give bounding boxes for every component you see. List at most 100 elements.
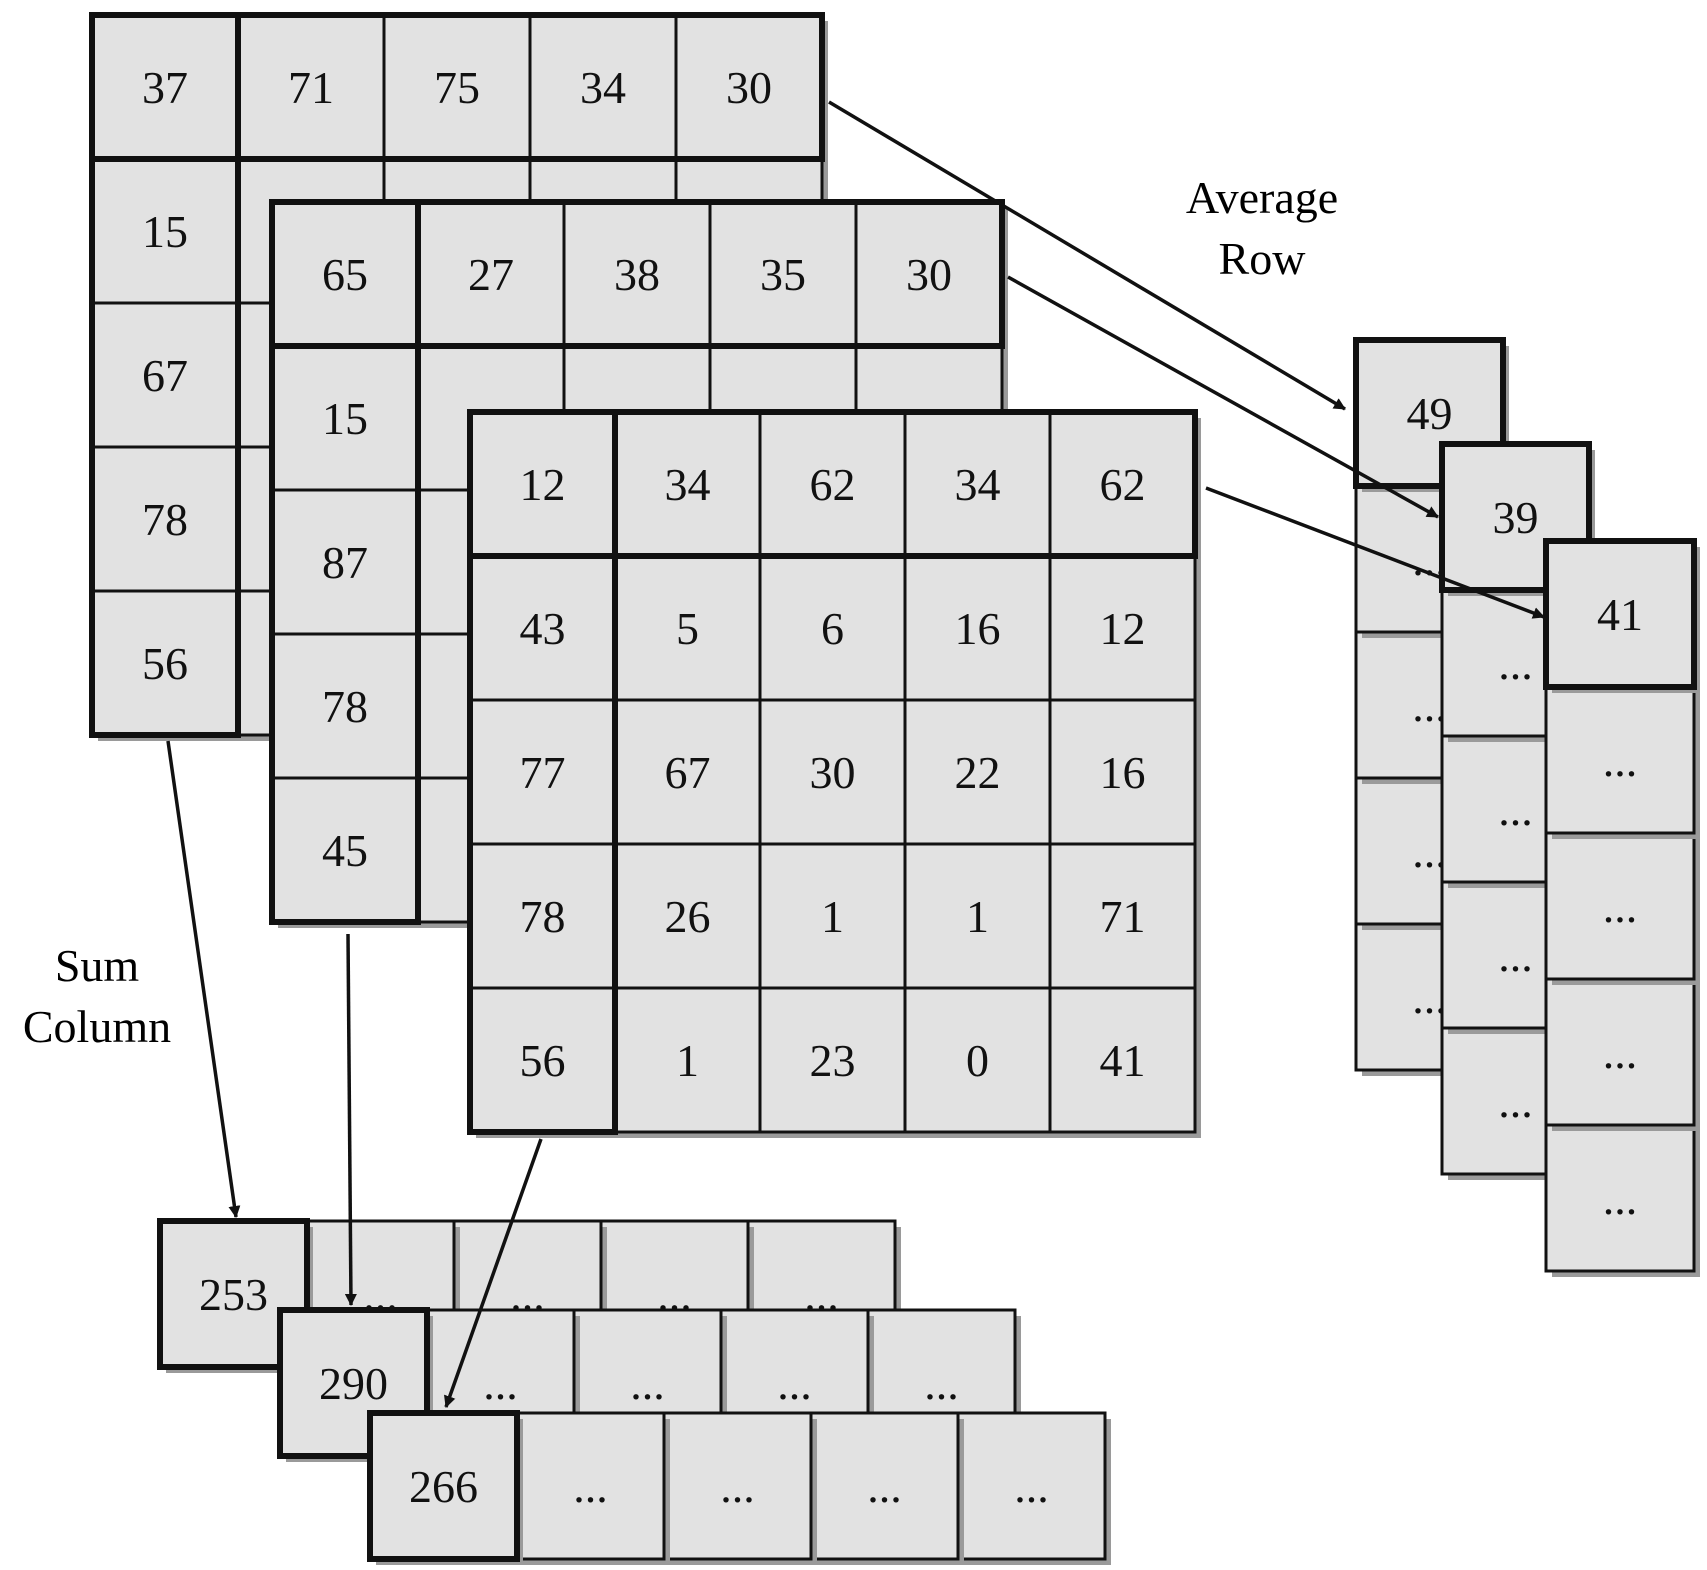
cell-value: 43	[520, 603, 566, 654]
cell-value: 1	[821, 891, 844, 942]
matrix-cell: 5	[613, 554, 766, 706]
arrow-column-2-to-sum	[344, 933, 357, 1306]
cell-value: 16	[955, 603, 1001, 654]
matrix-cell: 16	[1048, 698, 1201, 850]
matrix-cell: 56	[90, 589, 244, 741]
cell-box	[270, 344, 420, 492]
labels: Average Row Sum Column	[23, 172, 1338, 1052]
cell-box	[1544, 1123, 1696, 1273]
cell-value: 62	[1100, 459, 1146, 510]
matrix-cell: 30	[674, 13, 828, 165]
cell-value: ...	[630, 1358, 665, 1409]
cell-box	[758, 554, 907, 702]
matrix-cell: 30	[854, 200, 1008, 352]
cell-value: 49	[1407, 388, 1453, 439]
placeholder-cell: ...	[809, 1411, 964, 1565]
sum-column-vector: ............266	[367, 1410, 1111, 1565]
first-column-outline	[269, 199, 421, 925]
cell-value: ...	[720, 1461, 755, 1512]
cell-value: 30	[906, 249, 952, 300]
cell-value: ...	[483, 1358, 518, 1409]
cell-box	[90, 13, 240, 161]
arrow-column-1-to-sum	[166, 740, 241, 1218]
matrix-cell: 41	[1048, 986, 1201, 1138]
matrix-cell: 65	[270, 200, 424, 352]
cell-box	[674, 13, 824, 161]
sum-column-value-cell: 290	[277, 1307, 433, 1462]
matrix-cell: 56	[468, 986, 621, 1138]
matrix-cell: 0	[903, 986, 1056, 1138]
cell-value: 71	[288, 62, 334, 113]
cell-value: 38	[614, 249, 660, 300]
cell-value: 12	[1100, 603, 1146, 654]
cell-box	[1439, 441, 1592, 593]
matrix-cell: 37	[90, 13, 244, 165]
cell-value: 15	[142, 206, 188, 257]
cell-value: ...	[1498, 1076, 1533, 1127]
cell-value: 15	[322, 393, 368, 444]
cell-value: 87	[322, 537, 368, 588]
matrix-cell: 6	[758, 554, 911, 706]
matrix-cell: 16	[903, 554, 1056, 706]
cell-value: 266	[409, 1461, 478, 1512]
matrix-cell: 67	[90, 301, 244, 453]
cell-value: 5	[676, 603, 699, 654]
cell-value: ...	[1014, 1461, 1049, 1512]
cell-value: 23	[810, 1035, 856, 1086]
matrix-cell: 12	[1048, 554, 1201, 706]
matrix-cell: 75	[382, 13, 536, 165]
cell-value: 37	[142, 62, 188, 113]
average-row-vector: ............39	[1439, 441, 1595, 1180]
cell-box	[809, 1411, 960, 1561]
matrix-cell: 43	[468, 554, 621, 706]
average-row-vector: ............41	[1543, 538, 1700, 1277]
cell-box	[1353, 337, 1506, 489]
cell-box	[515, 1411, 666, 1561]
cell-box	[613, 698, 762, 846]
cell-box	[1048, 842, 1197, 990]
matrix-cell: 34	[613, 410, 766, 562]
cell-value: 78	[142, 494, 188, 545]
matrix-cell: 78	[468, 842, 621, 994]
matrix-cell: 45	[270, 776, 424, 928]
cell-box	[90, 301, 240, 449]
cell-value: 78	[322, 681, 368, 732]
cell-value: 34	[665, 459, 711, 510]
cell-value: 26	[665, 891, 711, 942]
matrix-cell: 62	[1048, 410, 1201, 562]
cell-value: ...	[1498, 930, 1533, 981]
cell-value: ...	[1498, 784, 1533, 835]
cell-box	[903, 698, 1052, 846]
cell-value: 0	[966, 1035, 989, 1086]
cell-box	[270, 200, 420, 348]
matrix-cell: 15	[270, 344, 424, 496]
cell-value: 12	[520, 459, 566, 510]
sum-column-value-cell: 266	[367, 1410, 523, 1565]
cell-value: 56	[142, 638, 188, 689]
cell-box	[367, 1410, 520, 1562]
cell-box	[903, 842, 1052, 990]
sum-column-label-line2: Column	[23, 1001, 171, 1052]
matrix-cell: 26	[613, 842, 766, 994]
cell-value: 77	[520, 747, 566, 798]
cell-value: 22	[955, 747, 1001, 798]
output-vectors: ............ 49............39............…	[157, 337, 1700, 1565]
cell-box	[903, 554, 1052, 702]
matrix-cell: 62	[758, 410, 911, 562]
cell-box	[758, 986, 907, 1134]
matrix-cell: 87	[270, 488, 424, 640]
arrow-row-2-to-average	[1007, 275, 1439, 519]
matrix-cell: 23	[758, 986, 911, 1138]
arrow-row-1-to-average	[828, 100, 1346, 411]
cell-box	[758, 698, 907, 846]
matrix-cell: 38	[562, 200, 716, 352]
cell-value: 41	[1100, 1035, 1146, 1086]
matrix-cell: 34	[903, 410, 1056, 562]
matrix-cell: 15	[90, 157, 244, 309]
matrix-cell: 34	[528, 13, 682, 165]
cell-value: ...	[867, 1461, 902, 1512]
